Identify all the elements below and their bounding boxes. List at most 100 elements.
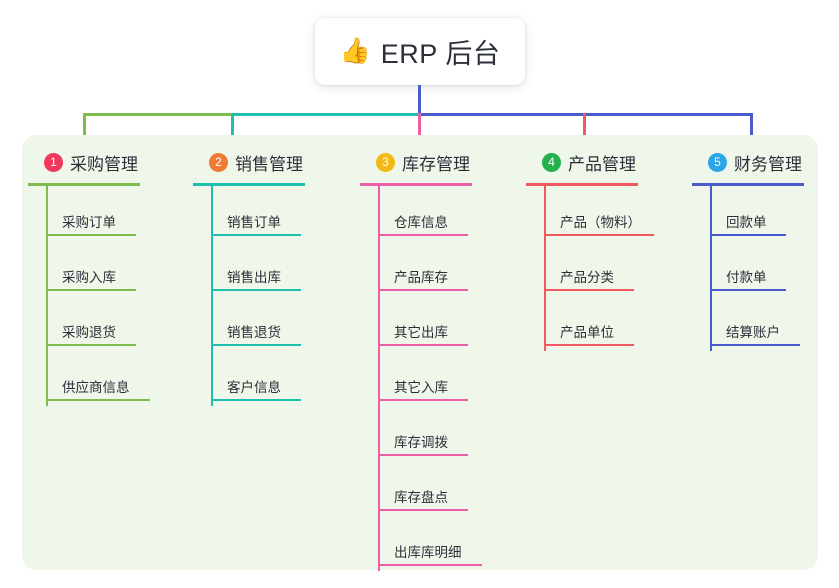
column-drop-line — [83, 113, 86, 147]
menu-item[interactable]: 销售出库 — [193, 241, 305, 296]
menu-item-rule — [46, 399, 150, 401]
menu-item-rule — [46, 234, 136, 236]
menu-item-rule — [46, 344, 136, 346]
menu-item[interactable]: 库存调拨 — [360, 406, 472, 461]
menu-item-label: 出库库明细 — [394, 545, 462, 560]
menu-item-rule — [211, 399, 301, 401]
menu-item[interactable]: 其它出库 — [360, 296, 472, 351]
menu-item[interactable]: 产品库存 — [360, 241, 472, 296]
column-title-label: 销售管理 — [235, 154, 303, 174]
menu-item[interactable]: 仓库信息 — [360, 186, 472, 241]
menu-item[interactable]: 供应商信息 — [28, 351, 150, 406]
menu-item[interactable]: 采购订单 — [28, 186, 140, 241]
column-drop-line — [231, 113, 234, 147]
menu-item-label: 采购退货 — [62, 325, 116, 340]
column-rail-line — [378, 186, 380, 571]
column-rail-line — [211, 186, 213, 406]
menu-item-label: 销售出库 — [227, 270, 281, 285]
menu-item-rule — [46, 289, 136, 291]
menu-item[interactable]: 产品（物料） — [526, 186, 654, 241]
column-rail-line — [710, 186, 712, 351]
menu-item-rule — [544, 344, 634, 346]
column-header-rule — [692, 183, 804, 186]
menu-item[interactable]: 出库库明细 — [360, 516, 482, 571]
column-index-badge: 3 — [376, 152, 395, 172]
column-header-rule — [28, 183, 140, 186]
menu-item-label: 其它出库 — [394, 325, 448, 340]
menu-item-rule — [710, 289, 786, 291]
menu-item-label: 产品分类 — [560, 270, 614, 285]
menu-item-rule — [378, 289, 468, 291]
menu-item-rule — [378, 454, 468, 456]
menu-item-label: 库存盘点 — [394, 490, 448, 505]
column-index-badge: 5 — [708, 152, 727, 172]
menu-item[interactable]: 销售订单 — [193, 186, 305, 241]
column-items-5: 回款单付款单结算账户 — [692, 186, 804, 351]
menu-item-rule — [378, 509, 468, 511]
column-header-1[interactable]: 1 采购管理 — [28, 147, 140, 177]
column-header-rule — [193, 183, 305, 186]
column-items-4: 产品（物料） 产品分类产品单位 — [526, 186, 654, 351]
content-panel — [22, 135, 818, 570]
menu-item-rule — [710, 344, 800, 346]
thumbs-up-icon: 👍 — [339, 37, 371, 65]
menu-item-rule — [544, 234, 654, 236]
category-column-1: 1 采购管理采购订单采购入库采购退货供应商信息 — [28, 147, 150, 406]
menu-item-rule — [378, 564, 482, 566]
menu-item-label: 产品库存 — [394, 270, 448, 285]
menu-item-label: 付款单 — [726, 270, 767, 285]
menu-item[interactable]: 客户信息 — [193, 351, 305, 406]
column-index-badge: 1 — [44, 152, 63, 172]
menu-item-rule — [211, 344, 301, 346]
category-column-2: 2 销售管理销售订单销售出库销售退货客户信息 — [193, 147, 305, 406]
column-index-badge: 2 — [209, 152, 228, 172]
column-rail-line — [544, 186, 546, 351]
menu-item-rule — [378, 399, 468, 401]
menu-item-rule — [211, 234, 301, 236]
menu-item-label: 采购入库 — [62, 270, 116, 285]
menu-item-label: 结算账户 — [726, 325, 780, 340]
column-drop-line — [418, 113, 421, 147]
menu-item[interactable]: 结算账户 — [692, 296, 804, 351]
menu-item[interactable]: 库存盘点 — [360, 461, 472, 516]
bus-segment — [83, 113, 234, 116]
menu-item-rule — [710, 234, 786, 236]
column-title-label: 财务管理 — [734, 154, 802, 174]
menu-item-label: 产品单位 — [560, 325, 614, 340]
menu-item-label: 采购订单 — [62, 215, 116, 230]
menu-item[interactable]: 销售退货 — [193, 296, 305, 351]
bus-segment — [583, 113, 753, 116]
menu-item[interactable]: 产品单位 — [526, 296, 638, 351]
root-title-label: ERP 后台 — [380, 39, 501, 69]
menu-item-label: 供应商信息 — [62, 380, 130, 395]
root-title-card[interactable]: 👍 ERP 后台 — [315, 18, 525, 85]
bus-segment — [418, 113, 586, 116]
menu-item-rule — [211, 289, 301, 291]
menu-item[interactable]: 其它入库 — [360, 351, 472, 406]
menu-item[interactable]: 采购入库 — [28, 241, 140, 296]
category-column-5: 5 财务管理回款单付款单结算账户 — [692, 147, 804, 351]
root-trunk-line — [418, 85, 421, 115]
column-drop-line — [750, 113, 753, 147]
menu-item-label: 客户信息 — [227, 380, 281, 395]
column-header-2[interactable]: 2 销售管理 — [193, 147, 305, 177]
menu-item-rule — [544, 289, 634, 291]
column-header-5[interactable]: 5 财务管理 — [692, 147, 804, 177]
menu-item[interactable]: 采购退货 — [28, 296, 140, 351]
menu-item[interactable]: 回款单 — [692, 186, 804, 241]
column-rail-line — [46, 186, 48, 406]
column-header-rule — [360, 183, 472, 186]
menu-item-label: 其它入库 — [394, 380, 448, 395]
column-title-label: 采购管理 — [70, 154, 138, 174]
menu-item-label: 产品（物料） — [560, 215, 641, 230]
column-title-label: 产品管理 — [568, 154, 636, 174]
column-header-rule — [526, 183, 638, 186]
menu-item[interactable]: 产品分类 — [526, 241, 638, 296]
menu-item[interactable]: 付款单 — [692, 241, 804, 296]
menu-item-rule — [378, 234, 468, 236]
